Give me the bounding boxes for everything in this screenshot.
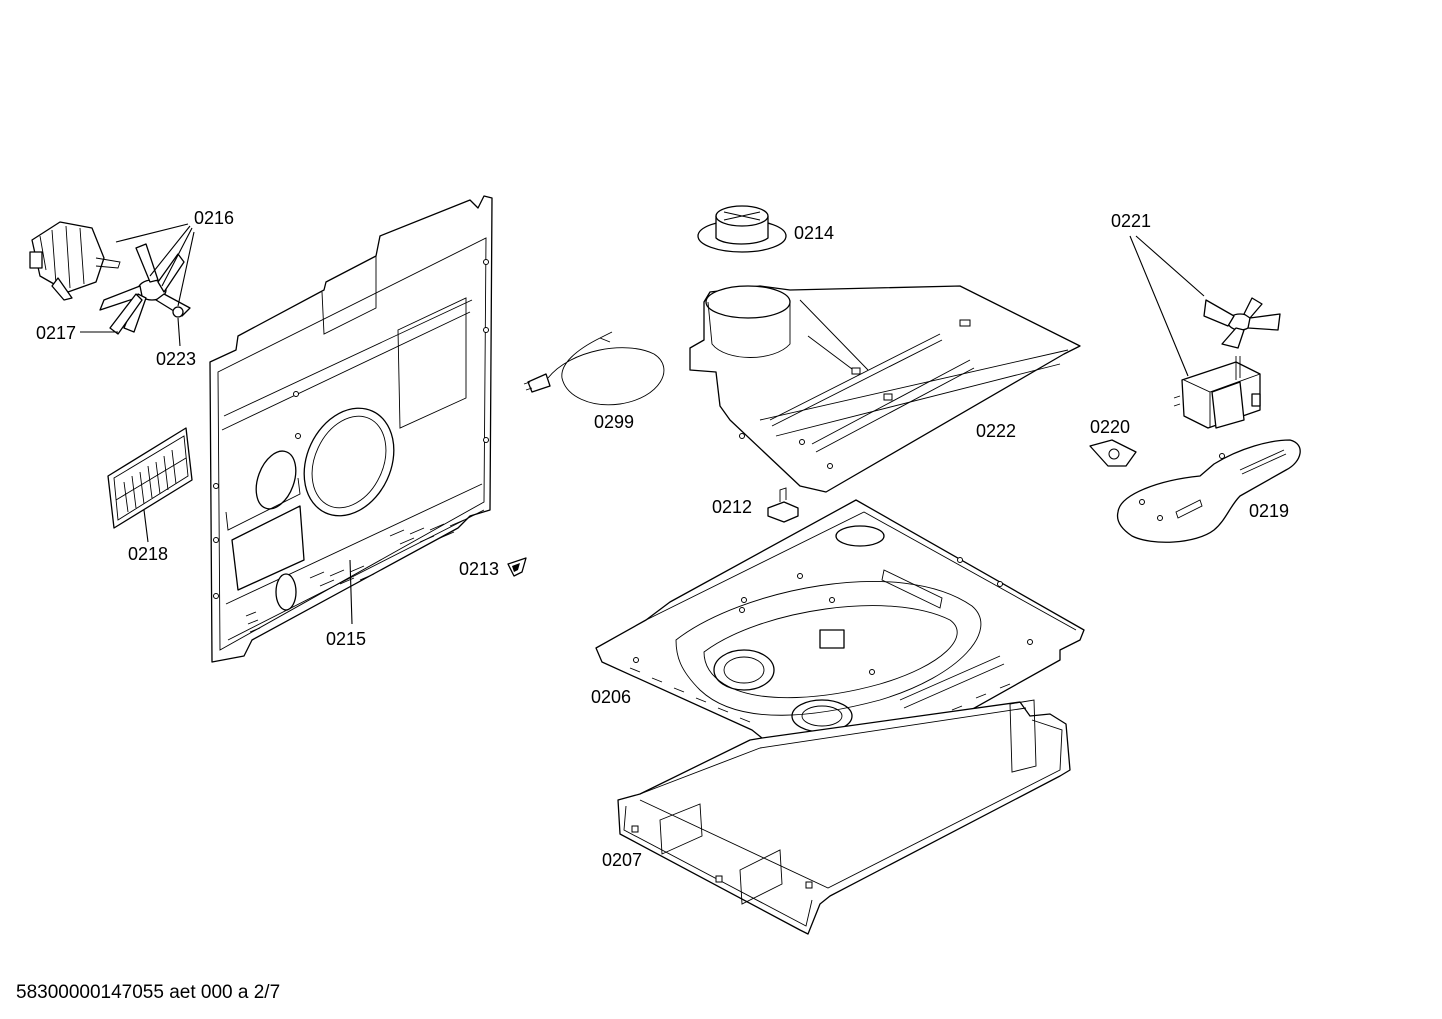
fan-impeller-part-0216	[99, 243, 191, 335]
label-0221: 0221	[1111, 211, 1151, 231]
label-0214: 0214	[794, 223, 834, 243]
label-0206: 0206	[591, 687, 631, 707]
label-0220: 0220	[1090, 417, 1130, 437]
back-panel-part-0215	[209, 195, 493, 663]
fan-blade-part-0221	[1203, 297, 1281, 349]
thermostat-part-0212	[767, 487, 799, 523]
nut-part-0223	[172, 306, 184, 318]
label-0207: 0207	[602, 850, 642, 870]
cover-plate-part-0219	[1116, 439, 1301, 543]
label-0216: 0216	[194, 208, 234, 228]
duct-collar-part-0214	[697, 205, 787, 253]
power-cable-part-0299	[523, 331, 665, 406]
fan-motor-part-0221	[1173, 356, 1261, 429]
label-0217: 0217	[36, 323, 76, 343]
frame-part-0207	[617, 699, 1071, 935]
grille-part-0218	[107, 427, 193, 529]
label-0212: 0212	[712, 497, 752, 517]
label-0219: 0219	[1249, 501, 1289, 521]
label-0299: 0299	[594, 412, 634, 432]
bracket-part-0220	[1089, 439, 1137, 467]
label-0215: 0215	[326, 629, 366, 649]
document-code: 58300000147055 aet 000 a 2/7	[16, 982, 280, 1003]
fan-motor-part-0216	[29, 221, 121, 301]
label-0218: 0218	[128, 544, 168, 564]
clip-part-0213	[507, 557, 527, 577]
label-0222: 0222	[976, 421, 1016, 441]
air-duct-part-0222	[689, 285, 1081, 493]
label-0223: 0223	[156, 349, 196, 369]
label-0213: 0213	[459, 559, 499, 579]
